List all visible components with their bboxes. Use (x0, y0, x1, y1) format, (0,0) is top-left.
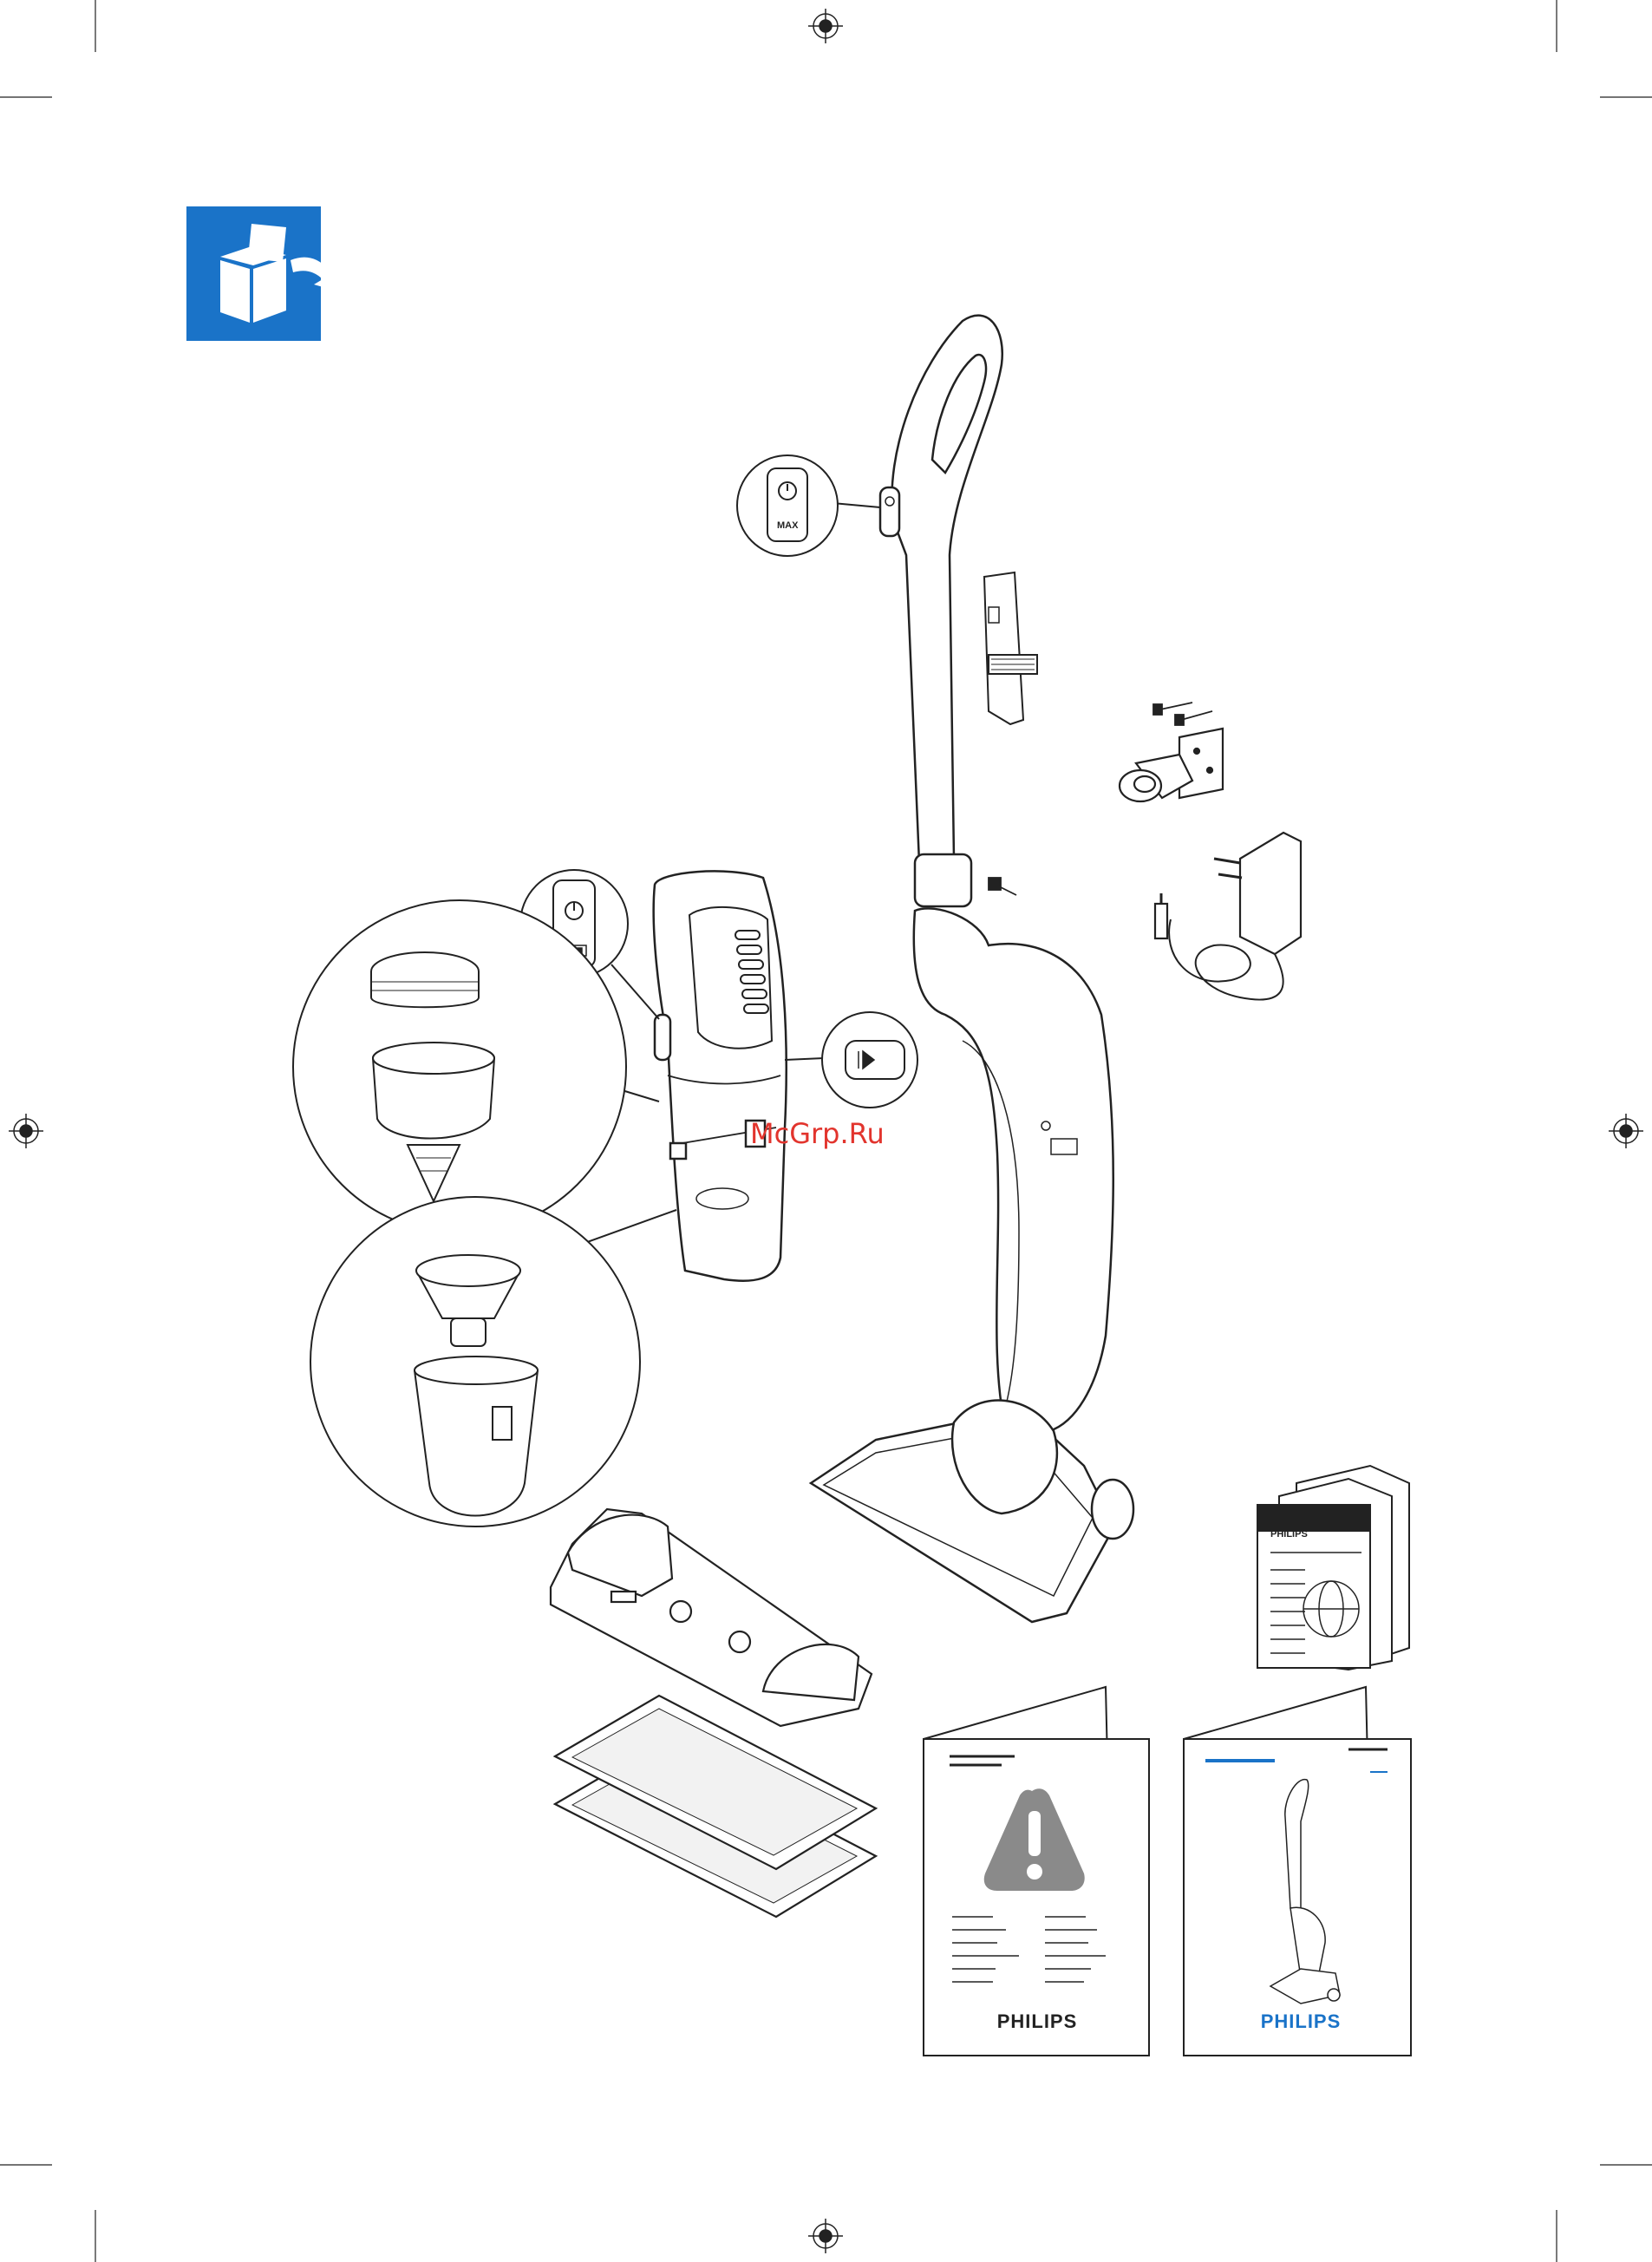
watermark-text: McGrp.Ru (750, 1117, 885, 1150)
release-button-callout (785, 1012, 917, 1108)
charging-adapter (1155, 833, 1301, 1000)
handheld-unit (654, 871, 787, 1280)
registration-crosshair-icon (808, 9, 843, 43)
dust-container-callout (310, 1197, 676, 1527)
stick-vacuum-body (914, 854, 1113, 1431)
unbox-icon (186, 206, 338, 341)
registration-crosshair-icon (808, 2219, 843, 2253)
brush-nozzle-accessory (984, 572, 1037, 724)
manual-brand-text: PHILIPS (1261, 2010, 1342, 2032)
registration-crosshair-icon (9, 1114, 43, 1148)
user-manual (1184, 1687, 1411, 2056)
wall-bracket (1120, 729, 1223, 801)
mop-tray (551, 1509, 872, 1726)
microfibre-cloths (555, 1696, 876, 1917)
max-button-label: MAX (777, 520, 799, 531)
registration-crosshair-icon (1609, 1114, 1643, 1148)
handle-button-callout (737, 455, 880, 556)
booklet-brand-text: PHILIPS (997, 2010, 1078, 2032)
leaflet-brand-text: PHILIPS (1270, 1529, 1308, 1540)
floor-nozzle (811, 1401, 1133, 1622)
multilingual-leaflet (1257, 1466, 1409, 1670)
